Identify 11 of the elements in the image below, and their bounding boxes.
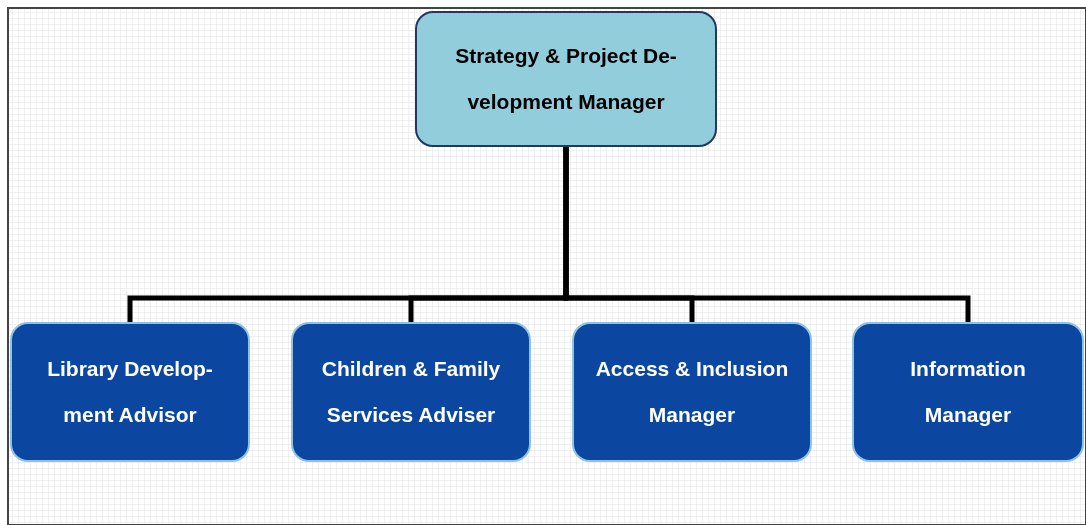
- connector-line: [563, 147, 971, 322]
- role-box: [10, 322, 250, 462]
- role-title: Access & Inclusion Manager: [594, 356, 790, 428]
- role-title: Strategy & Project De- velopment Manager: [454, 43, 678, 115]
- manager-box: [415, 11, 717, 147]
- role-box: [572, 322, 812, 462]
- role-title: Information Manager: [909, 356, 1027, 428]
- role-box: [852, 322, 1084, 462]
- role-title: Children & Family Services Adviser: [320, 356, 502, 428]
- role-title: Library Develop- ment Advisor: [46, 356, 214, 428]
- role-box: [291, 322, 531, 462]
